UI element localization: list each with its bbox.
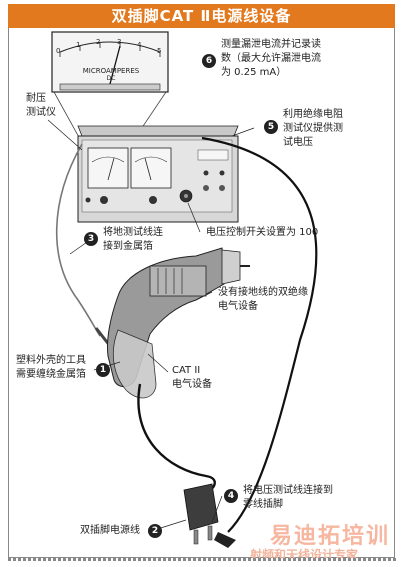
scale-mark-1: 1 — [76, 41, 81, 49]
callout-text-4: 将电压测试线连接到 零线插脚 — [243, 485, 333, 510]
callout-text-2: 双插脚电源线 — [80, 525, 140, 536]
watermark-main: 易迪拓培训 — [270, 524, 391, 549]
scale-mark-5: 5 — [157, 47, 162, 55]
callout-text-6: 测量漏泄电流并记录读 数（最大允许漏泄电流 为 0.25 mA） — [221, 39, 321, 78]
callout-number-2: 2 — [148, 524, 162, 538]
page-title: 双插脚CAT Ⅱ电源线设备 — [8, 4, 395, 28]
cat-ii-label: CAT II 电气设备 — [172, 365, 212, 390]
double-insulated-device-label: 没有接地线的双绝缘 电气设备 — [218, 287, 308, 312]
callout-text-3: 将地测试线连 接到金属箔 — [103, 227, 163, 252]
voltage-switch-label: 电压控制开关设置为 100 — [206, 227, 319, 238]
callout-number-5: 5 — [264, 120, 278, 134]
voltage-test-lead — [201, 136, 318, 533]
power-drill — [107, 247, 250, 399]
meter-unit-sub: DC — [106, 75, 116, 82]
ground-test-lead — [55, 143, 101, 337]
tester-label: 耐压 测试仪 — [26, 93, 56, 118]
scale-mark-0: 0 — [56, 47, 61, 55]
callout-text-5: 利用绝缘电阻 测试仪提供测 试电压 — [283, 109, 343, 148]
meter-unit-label: MICROAMPERES — [82, 67, 140, 75]
scale-mark-4: 4 — [137, 41, 142, 49]
callout-number-3: 3 — [84, 232, 98, 246]
two-prong-plug — [183, 483, 236, 548]
diagram-frame — [8, 28, 395, 558]
scale-mark-3: 3 — [117, 38, 122, 46]
callout-number-6: 6 — [202, 54, 216, 68]
footer-divider — [8, 558, 398, 561]
microammeter-magnified — [51, 31, 169, 93]
drill-power-cord — [137, 383, 216, 491]
callout-number-1: 1 — [96, 363, 110, 377]
scale-mark-2: 2 — [96, 38, 101, 46]
callout-number-4: 4 — [224, 489, 238, 503]
tester-box — [77, 125, 239, 223]
callout-text-1: 塑料外壳的工具 需要缠绕金属箔 — [16, 355, 86, 380]
